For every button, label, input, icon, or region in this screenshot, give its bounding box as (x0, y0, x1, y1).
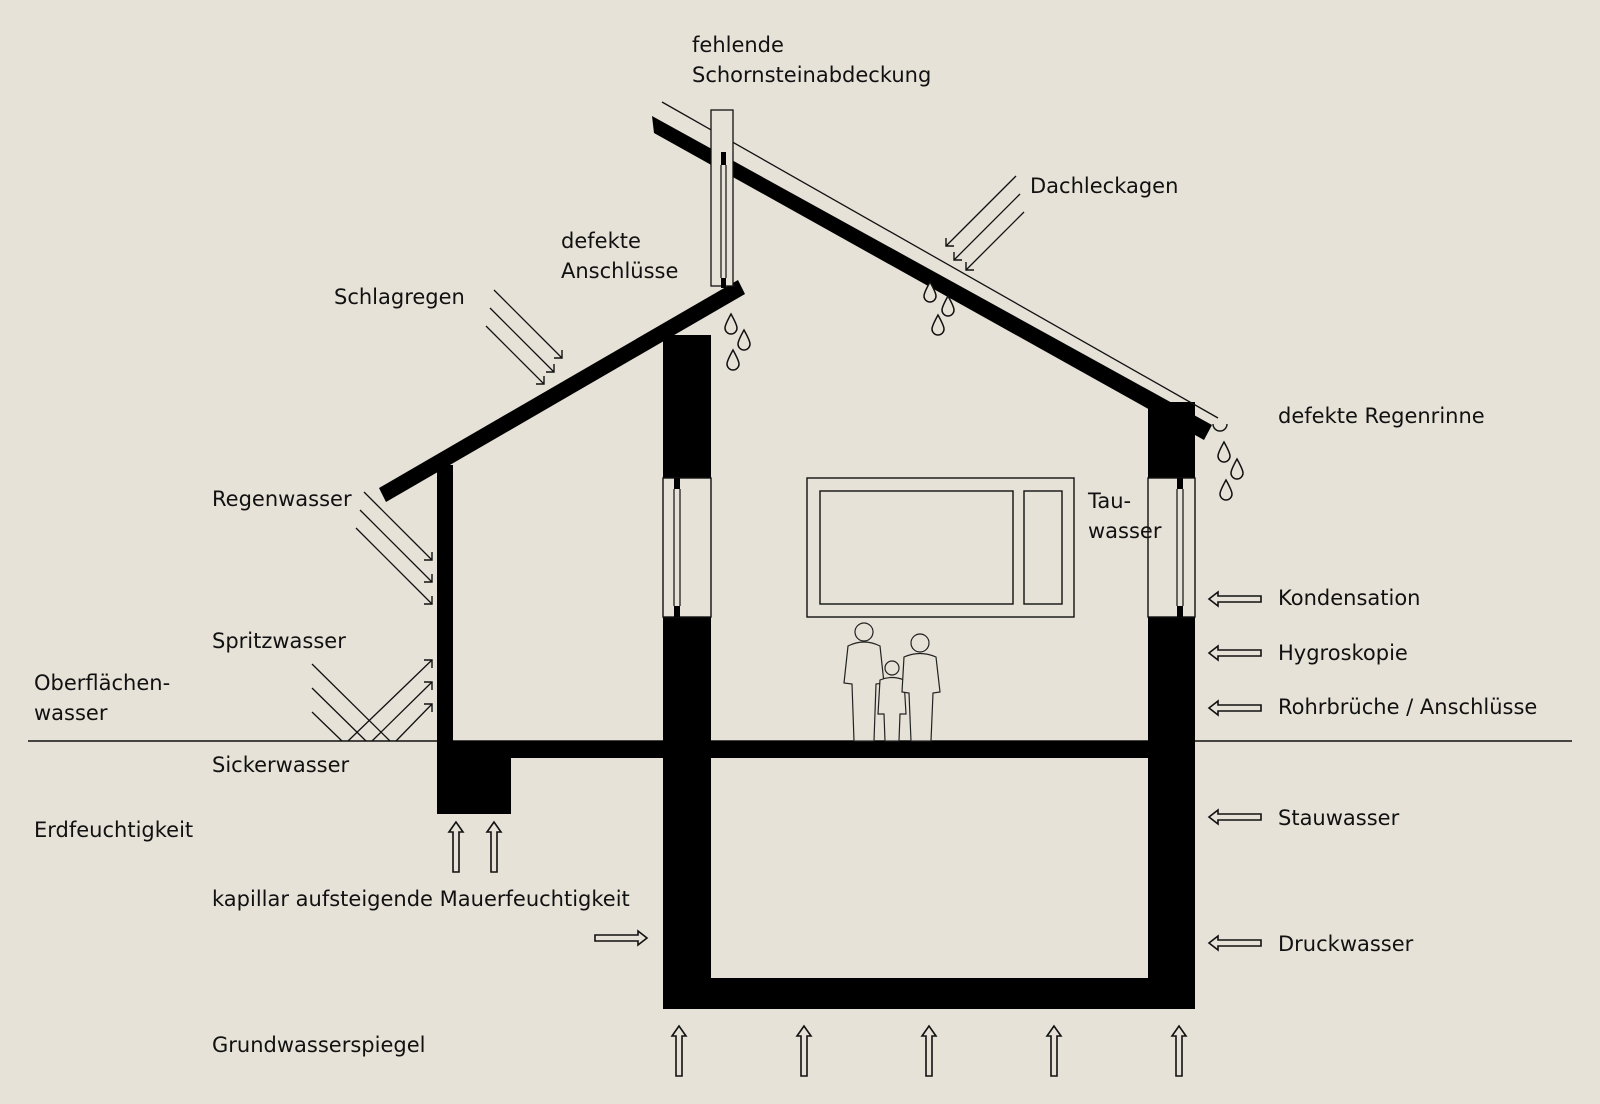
label-condensate-line1: Tau- (1087, 489, 1131, 513)
roof-membrane (661, 101, 1219, 419)
rainwater-lines (355, 491, 433, 605)
label-chimney-line2: Schornsteinabdeckung (692, 63, 931, 87)
label-seepage: Sickerwasser (212, 753, 350, 777)
main-roof (652, 116, 1212, 440)
label-rainwater: Regenwasser (212, 487, 352, 511)
capillary-arrow-icon (485, 820, 503, 873)
label-chimney-line1: fehlende (692, 33, 784, 57)
splash-water-lines (311, 659, 433, 742)
right-wall-lower (1148, 617, 1195, 1009)
people-silhouettes (843, 622, 941, 742)
label-pressure-water: Druckwasser (1278, 932, 1414, 956)
groundwater-up-arrows (670, 1024, 1188, 1077)
floor-slab (437, 741, 1195, 758)
gutter (1212, 423, 1228, 432)
hygroscopy-arrow-icon (1207, 644, 1262, 662)
groundwater-arrow-icon (920, 1024, 938, 1077)
chimney-mark-bottom (721, 278, 726, 288)
chimney-mark-top (721, 152, 726, 165)
label-backwater: Stauwasser (1278, 806, 1400, 830)
label-pipe-bursts: Rohrbrüche / Anschlüsse (1278, 695, 1537, 719)
label-hygroscopy: Hygroskopie (1278, 641, 1408, 665)
backwater-arrow-icon (1207, 808, 1262, 826)
groundwater-arrow-icon (1170, 1024, 1188, 1077)
pressure-water-arrow-icon (1207, 934, 1262, 952)
label-gutter: defekte Regenrinne (1278, 404, 1485, 428)
label-groundwater-level: Grundwasserspiegel (212, 1033, 425, 1057)
driving-rain-lines (485, 289, 563, 385)
label-driving-rain: Schlagregen (334, 285, 465, 309)
label-surface-line2: wasser (34, 701, 108, 725)
groundwater-arrow-icon (670, 1024, 688, 1077)
right-wall-window (1147, 477, 1196, 618)
groundwater-arrow-icon (1045, 1024, 1063, 1077)
interior-window (806, 477, 1075, 618)
labels: fehlende Schornsteinabdeckung Dachleckag… (34, 33, 1537, 1057)
roof-leak-rain-lines (945, 175, 1025, 271)
label-connections-line1: defekte (561, 229, 641, 253)
label-surface-line1: Oberflächen- (34, 671, 170, 695)
left-arrows (1207, 590, 1262, 952)
middle-wall-lower (663, 617, 711, 1009)
capillary-up-arrows (447, 820, 503, 873)
label-splash-water: Spritzwasser (212, 629, 346, 653)
building-structure (379, 101, 1228, 1009)
condensation-arrow-icon (1207, 590, 1262, 608)
water-drops (724, 280, 1244, 501)
label-connections-line2: Anschlüsse (561, 259, 678, 283)
basement-floor (663, 978, 1195, 1009)
label-roof-leaks: Dachleckagen (1030, 174, 1178, 198)
groundwater-arrow-icon (795, 1024, 813, 1077)
label-capillary: kapillar aufsteigende Mauerfeuchtigkeit (212, 887, 630, 911)
label-soil-moisture: Erdfeuchtigkeit (34, 818, 193, 842)
middle-wall-window (662, 477, 712, 618)
pipe-bursts-arrow-icon (1207, 699, 1262, 717)
label-condensate-line2: wasser (1088, 519, 1162, 543)
annex-roof (379, 280, 745, 502)
label-condensation: Kondensation (1278, 586, 1420, 610)
middle-wall-upper (663, 335, 711, 478)
basement-arrow-icon (594, 929, 649, 947)
capillary-arrow-icon (447, 820, 465, 873)
annex-wall (437, 465, 453, 743)
chimney (710, 109, 734, 287)
